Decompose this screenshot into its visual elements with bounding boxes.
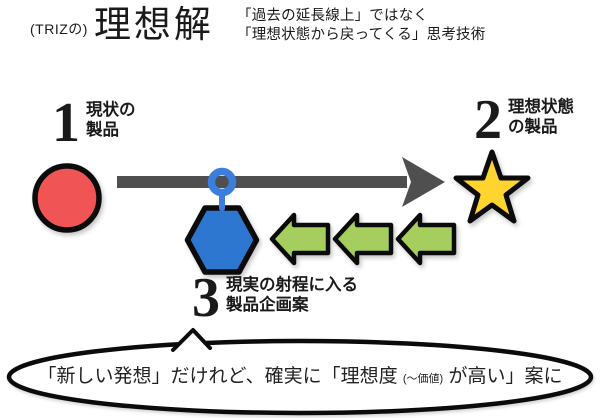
page-title: 理想解 [93, 4, 214, 45]
node-ideal-product: 2 理想状態 の製品 [474, 89, 574, 151]
speech-bubble-tail [171, 328, 212, 352]
title-prefix: (TRIZの) [30, 20, 88, 37]
node-number-1: 1 [52, 92, 80, 154]
left-arrow-group [269, 212, 457, 266]
bubble-text-end: が高い」案に [443, 366, 563, 387]
star-icon [453, 149, 531, 224]
header: (TRIZの) 理想解 [30, 4, 214, 47]
bubble-text-small: (～価値) [402, 373, 444, 385]
node-label-3: 現実の射程に入る 製品企画案 [226, 275, 358, 314]
subtitle-line1: 「過去の延長線上」ではなく [237, 8, 429, 24]
right-arrow-icon [117, 157, 445, 207]
node-label-2: 理想状態 の製品 [508, 97, 574, 136]
node-number-2: 2 [474, 89, 502, 151]
hexagon-icon [184, 205, 260, 275]
pin-icon [207, 167, 237, 211]
red-circle-icon [32, 163, 102, 233]
node-number-3: 3 [192, 267, 220, 329]
bubble-text: 「新しい発想」だけれど、確実に「理想度 (～価値) が高い」案に [20, 364, 580, 392]
bubble-text-main: 「新しい発想」だけれど、確実に「理想度 [37, 366, 403, 387]
node-label-1: 現状の 製品 [86, 100, 136, 139]
speech-bubble [6, 338, 594, 416]
subtitle: 「過去の延長線上」ではなく 「理想状態から戻ってくる」思考技術 [237, 7, 485, 45]
node-planned-product: 3 現実の射程に入る 製品企画案 [192, 267, 358, 329]
subtitle-line2: 「理想状態から戻ってくる」思考技術 [237, 27, 486, 43]
node-current-product: 1 現状の 製品 [52, 92, 136, 154]
left-arrow-icon [395, 212, 457, 266]
left-arrow-icon [269, 212, 331, 266]
left-arrow-icon [332, 212, 394, 266]
